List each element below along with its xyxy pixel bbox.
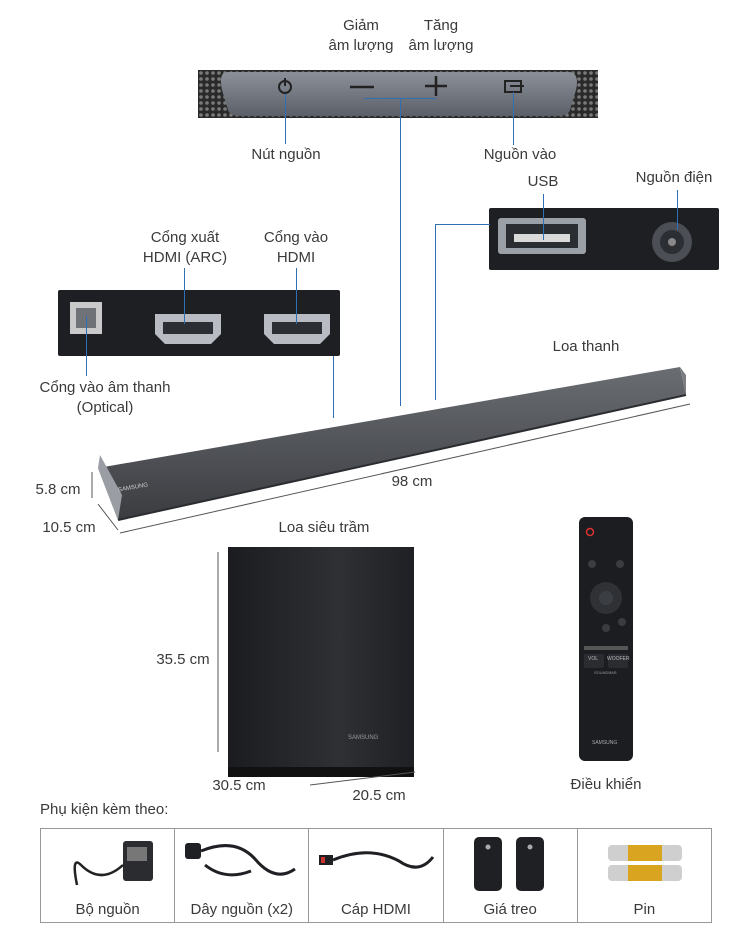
top-control-panel — [198, 70, 598, 118]
hdmi-in-label: Cổng vào HDMI — [263, 229, 329, 266]
hdmi-in-port — [262, 312, 332, 346]
volume-down-button[interactable] — [348, 76, 376, 96]
soundbar-graphic — [98, 367, 687, 521]
hdmi-arc-label: Cổng xuất HDMI (ARC) — [142, 229, 228, 266]
soundbar-depth-label: 10.5 cm — [42, 519, 96, 536]
power-input-label: Nguồn điện — [635, 169, 713, 186]
subwoofer-label: Loa siêu trầm — [278, 519, 370, 536]
remote-vol-text: VOL — [588, 656, 599, 662]
soundbar-label: Loa thanh — [552, 338, 620, 355]
wall-bracket-icon — [473, 837, 544, 891]
remote-graphic — [579, 517, 633, 761]
accessory-hdmi-cable: Cáp HDMI — [308, 828, 444, 923]
plus-icon — [425, 76, 447, 96]
optical-label: Cổng vào âm thanh (Optical) — [39, 379, 171, 416]
accessory-power-adapter: Bộ nguồn — [39, 828, 176, 923]
remote-label: Điều khiển — [570, 776, 642, 793]
power-socket-icon — [652, 222, 692, 262]
power-input-pointer-line — [677, 190, 678, 230]
minus-icon — [350, 85, 374, 89]
accessory-label: Dây nguồn (x2) — [190, 901, 294, 918]
remote-brand: SAMSUNG — [592, 740, 618, 746]
power-button[interactable] — [275, 76, 295, 96]
remote-control — [578, 516, 634, 762]
remote-woofer-text: WOOFER — [607, 656, 630, 662]
subwoofer-depth-label: 30.5 cm — [212, 777, 266, 794]
accessory-power-cord: Dây nguồn (x2) — [174, 828, 310, 923]
subwoofer-brand: SAMSUNG — [348, 735, 379, 741]
soundbar-dimension-lines — [0, 380, 750, 540]
volume-up-button[interactable] — [423, 74, 449, 98]
subwoofer-graphic — [228, 547, 414, 777]
hdmi-cable-icon — [319, 851, 435, 869]
accessory-label: Bộ nguồn — [75, 901, 140, 918]
volume-down-label: Giảm âm lượng — [328, 17, 394, 54]
accessories-title: Phụ kiện kèm theo: — [40, 801, 169, 818]
hdmi-port-graphic — [155, 314, 221, 344]
hdmi-panel-link-line — [333, 356, 334, 418]
dimension-arrows — [91, 403, 691, 534]
usb-port-graphic — [498, 218, 586, 254]
controls-to-soundbar-line — [400, 98, 401, 406]
usb-label: USB — [527, 173, 559, 190]
volume-up-label: Tăng âm lượng — [408, 17, 474, 54]
power-pointer-line — [285, 94, 286, 144]
subwoofer-width-label: 20.5 cm — [352, 787, 406, 804]
optical-pointer-line — [86, 316, 87, 376]
subwoofer-height-label: 35.5 cm — [156, 651, 210, 668]
soundbar-width-label: 98 cm — [391, 473, 433, 490]
source-icon — [504, 80, 524, 93]
usb-port — [492, 214, 592, 258]
power-adapter-icon — [73, 841, 153, 886]
accessory-wall-bracket: Giá treo — [442, 828, 578, 923]
source-button-label: Nguồn vào — [483, 146, 557, 163]
hdmi-arc-port — [153, 312, 223, 346]
hdmi-in-pointer-line — [296, 268, 297, 324]
accessory-label: Giá treo — [483, 901, 537, 918]
source-pointer-line — [513, 92, 514, 145]
power-cord-icon — [185, 843, 297, 877]
hdmi-arc-pointer-line — [184, 268, 185, 324]
subwoofer — [224, 545, 416, 781]
usb-pointer-line — [543, 194, 544, 240]
dimension-arrows — [217, 552, 416, 786]
batteries-image — [578, 835, 711, 895]
power-cord-image — [175, 835, 308, 895]
power-input-port — [648, 220, 696, 264]
usb-panel-link-h — [435, 224, 490, 225]
wall-bracket-image — [444, 835, 577, 895]
power-adapter-image — [41, 835, 174, 895]
power-icon — [278, 78, 292, 94]
soundbar — [90, 355, 700, 530]
hdmi-port-graphic — [264, 314, 330, 344]
accessory-batteries: Pin — [576, 828, 713, 923]
usb-panel-link-v — [435, 224, 436, 400]
battery-icon — [607, 845, 682, 881]
accessory-label: Cáp HDMI — [340, 901, 411, 918]
accessories-table: Bộ nguồn Dây nguồn (x2) Cáp HDMI — [39, 828, 713, 923]
accessory-label: Pin — [633, 901, 656, 918]
soundbar-height-label: 5.8 cm — [35, 481, 81, 498]
power-button-label: Nút nguồn — [251, 146, 321, 163]
remote-soundbar-text: SOUNDBAR — [594, 670, 617, 675]
top-panel-graphic — [198, 70, 598, 118]
hdmi-cable-image — [309, 835, 442, 895]
subwoofer-dimension-lines — [200, 540, 430, 800]
source-button[interactable] — [502, 76, 526, 96]
